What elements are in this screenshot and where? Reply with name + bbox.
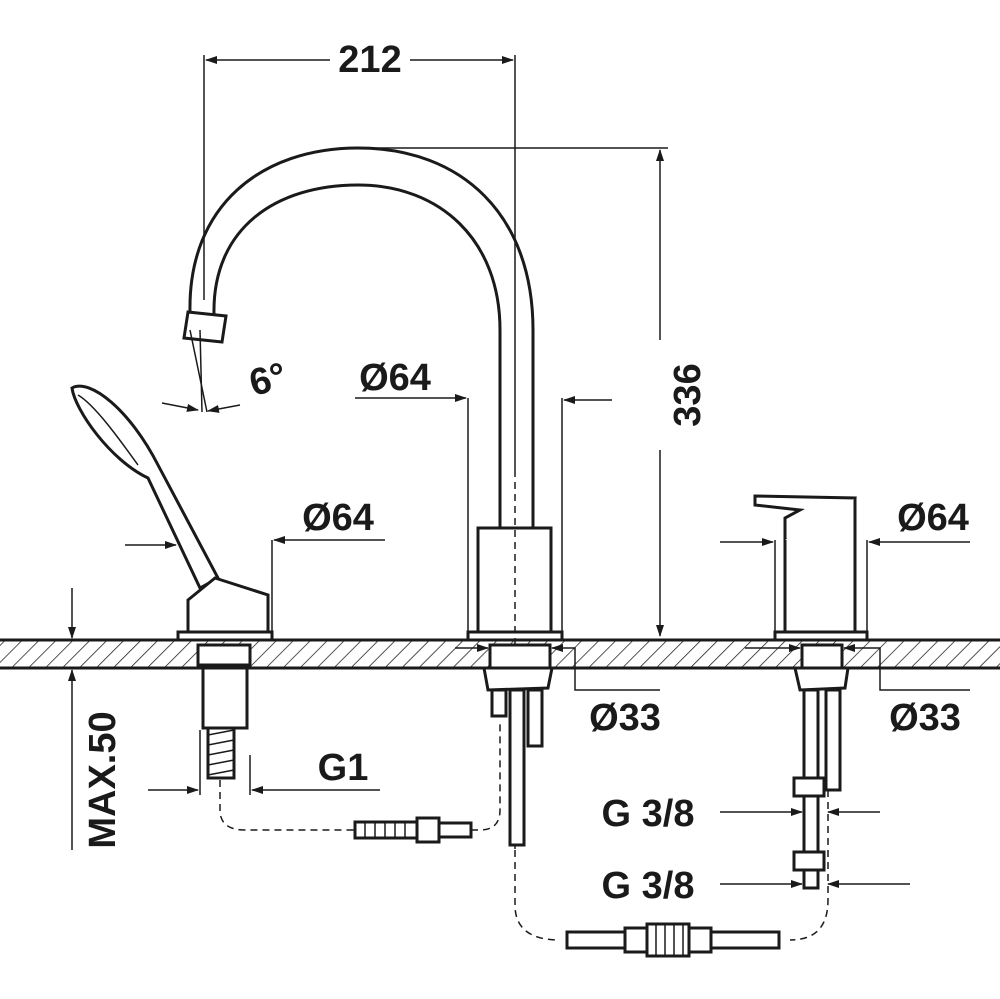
- dim-hole-center: Ø33: [589, 697, 661, 739]
- dim-diameter-left: Ø64: [302, 497, 374, 539]
- hand-shower: [70, 384, 501, 844]
- connection-hose: [514, 850, 781, 958]
- dim-thread-upper: G 3/8: [602, 793, 695, 835]
- mixer: [753, 494, 869, 941]
- dim-height: 336: [667, 363, 709, 426]
- center-fittings: [482, 643, 554, 847]
- dim-thread-shower: G1: [318, 747, 369, 789]
- dim-thread-lower: G 3/8: [602, 865, 695, 907]
- dim-hole-right: Ø33: [889, 697, 961, 739]
- dimension-lines: [68, 55, 970, 888]
- dim-spout-angle: 6°: [245, 355, 291, 405]
- dim-diameter-center: Ø64: [359, 357, 431, 399]
- dim-max-thickness: MAX.50: [82, 711, 124, 848]
- dim-diameter-right: Ø64: [897, 497, 969, 539]
- dim-spout-reach: 212: [338, 39, 401, 81]
